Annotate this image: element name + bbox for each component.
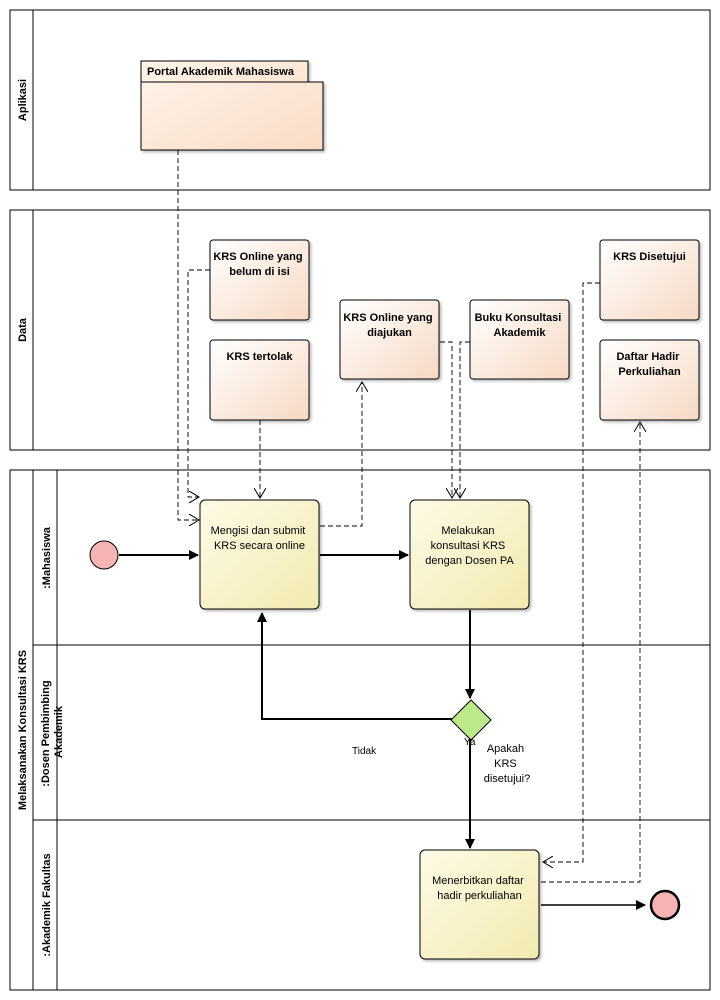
end-event[interactable] — [649, 889, 681, 921]
pool-title-proses: Melaksanakan Konsultasi KRS — [17, 650, 29, 810]
lane-title-akademik: :Akademik Fakultas — [41, 853, 53, 956]
gateway-yes-label: Ya — [464, 737, 476, 748]
data-associations — [177, 150, 640, 883]
data-buku-konsultasi[interactable] — [469, 299, 570, 380]
gateway-question: Apakah KRS disetujui? — [484, 743, 530, 785]
data-krs-diajukan[interactable] — [339, 299, 440, 380]
sequence-flows — [119, 550, 646, 910]
task-menerbitkan-daftar-hadir[interactable] — [419, 849, 540, 960]
portal-akademik-box[interactable] — [140, 60, 324, 151]
data-krs-tertolak[interactable] — [209, 339, 310, 421]
gateway-krs-disetujui[interactable] — [450, 699, 492, 741]
data-daftar-hadir[interactable] — [599, 339, 700, 421]
start-event[interactable] — [89, 540, 119, 570]
data-krs-belum-diisi-label: KRS Online yang belum di isi — [213, 251, 305, 278]
pool-title-aplikasi: Aplikasi — [17, 79, 29, 121]
data-daftar-hadir-label: Daftar Hadir Perkuliahan — [616, 351, 682, 378]
task-konsultasi-krs[interactable] — [409, 499, 530, 610]
pool-aplikasi: Aplikasi — [9, 9, 711, 191]
task-mengisi-krs-label: Mengisi dan submit KRS secara online — [211, 525, 309, 552]
pool-title-data: Data — [17, 317, 29, 342]
gateway-no-label: Tidak — [352, 746, 377, 757]
data-krs-disetujui-label: KRS Disetujui — [613, 251, 686, 263]
lane-title-mahasiswa: :Mahasiswa — [41, 526, 53, 589]
data-buku-konsultasi-label: Buku Konsultasi Akademik — [475, 312, 565, 339]
data-krs-disetujui[interactable] — [599, 239, 700, 321]
portal-akademik-label: Portal Akademik Mahasiswa — [147, 66, 295, 78]
data-krs-belum-diisi[interactable] — [209, 239, 310, 321]
task-menerbitkan-label: Menerbitkan daftar hadir perkuliahan — [432, 875, 527, 902]
task-mengisi-krs[interactable] — [199, 499, 320, 610]
data-krs-diajukan-label: KRS Online yang diajukan — [343, 312, 435, 339]
lane-title-dosen: :Dosen Pembimbing Akademik — [40, 677, 65, 786]
task-konsultasi-krs-label: Melakukan konsultasi KRS dengan Dosen PA — [425, 525, 514, 567]
pool-proses: Melaksanakan Konsultasi KRS — [9, 469, 711, 991]
data-krs-tertolak-label: KRS tertolak — [226, 351, 293, 363]
